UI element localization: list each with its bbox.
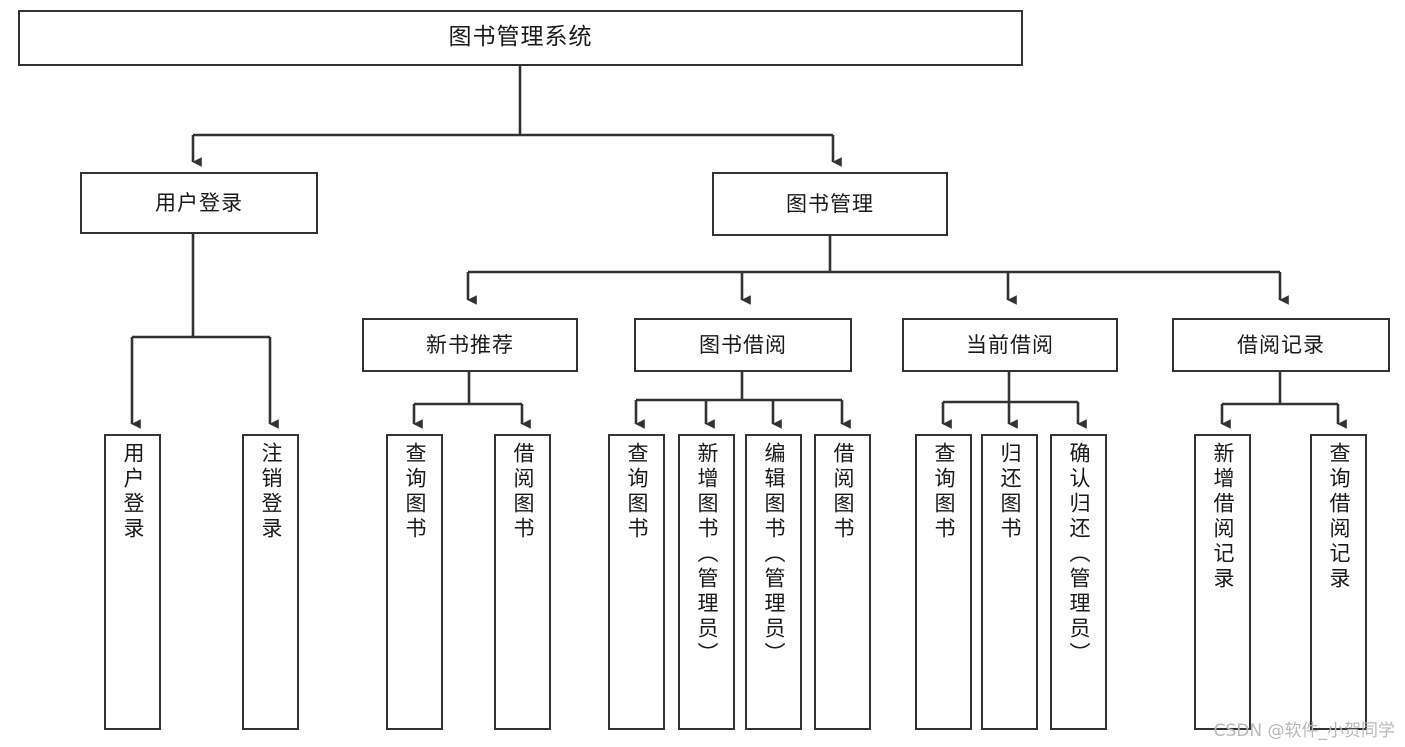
node-leaf-add-record-label: 新增借阅记录	[1211, 442, 1235, 592]
node-leaf-query-record[interactable]: 查询借阅记录	[1310, 434, 1367, 730]
node-leaf-user-logout[interactable]: 注销登录	[242, 434, 299, 730]
node-borrow-record[interactable]: 借阅记录	[1172, 318, 1390, 372]
node-leaf-add-book-label: 新增图书（管理员）	[695, 442, 719, 667]
node-leaf-query-book-1[interactable]: 查询图书	[386, 434, 443, 730]
node-leaf-query-book-3-label: 查询图书	[932, 442, 956, 542]
node-leaf-user-login-label: 用户登录	[121, 442, 145, 542]
node-leaf-borrow-book-2[interactable]: 借阅图书	[814, 434, 871, 730]
csdn-watermark: CSDN @软件_小贺同学	[1213, 721, 1395, 741]
node-leaf-edit-book-label: 编辑图书（管理员）	[762, 442, 786, 667]
node-new-book-recommend[interactable]: 新书推荐	[362, 318, 578, 372]
node-borrow-record-label: 借阅记录	[1237, 332, 1325, 357]
node-leaf-confirm-return-label: 确认归还（管理员）	[1067, 442, 1091, 667]
node-book-borrow-label: 图书借阅	[699, 332, 787, 357]
node-root-label: 图书管理系统	[448, 24, 593, 51]
node-leaf-edit-book[interactable]: 编辑图书（管理员）	[745, 434, 802, 730]
node-book-manage-label: 图书管理	[786, 191, 874, 216]
node-leaf-query-book-3[interactable]: 查询图书	[915, 434, 972, 730]
node-leaf-query-book-2-label: 查询图书	[625, 442, 649, 542]
node-leaf-user-logout-label: 注销登录	[259, 442, 283, 542]
node-leaf-add-record[interactable]: 新增借阅记录	[1194, 434, 1251, 730]
node-leaf-borrow-book-1[interactable]: 借阅图书	[494, 434, 551, 730]
node-user-login-label: 用户登录	[155, 190, 243, 215]
node-leaf-query-book-2[interactable]: 查询图书	[608, 434, 665, 730]
node-new-book-recommend-label: 新书推荐	[426, 332, 514, 357]
node-leaf-query-book-1-label: 查询图书	[403, 442, 427, 542]
node-book-borrow[interactable]: 图书借阅	[634, 318, 852, 372]
node-leaf-borrow-book-2-label: 借阅图书	[831, 442, 855, 542]
node-leaf-borrow-book-1-label: 借阅图书	[511, 442, 535, 542]
node-root[interactable]: 图书管理系统	[18, 10, 1023, 66]
node-leaf-add-book[interactable]: 新增图书（管理员）	[678, 434, 735, 730]
node-leaf-return-book-label: 归还图书	[998, 442, 1022, 542]
node-leaf-query-record-label: 查询借阅记录	[1327, 442, 1351, 592]
node-leaf-confirm-return[interactable]: 确认归还（管理员）	[1050, 434, 1107, 730]
node-user-login[interactable]: 用户登录	[80, 172, 318, 234]
node-current-borrow-label: 当前借阅	[966, 332, 1054, 357]
node-book-manage[interactable]: 图书管理	[712, 172, 948, 236]
node-leaf-user-login[interactable]: 用户登录	[104, 434, 161, 730]
node-current-borrow[interactable]: 当前借阅	[902, 318, 1118, 372]
node-leaf-return-book[interactable]: 归还图书	[981, 434, 1038, 730]
